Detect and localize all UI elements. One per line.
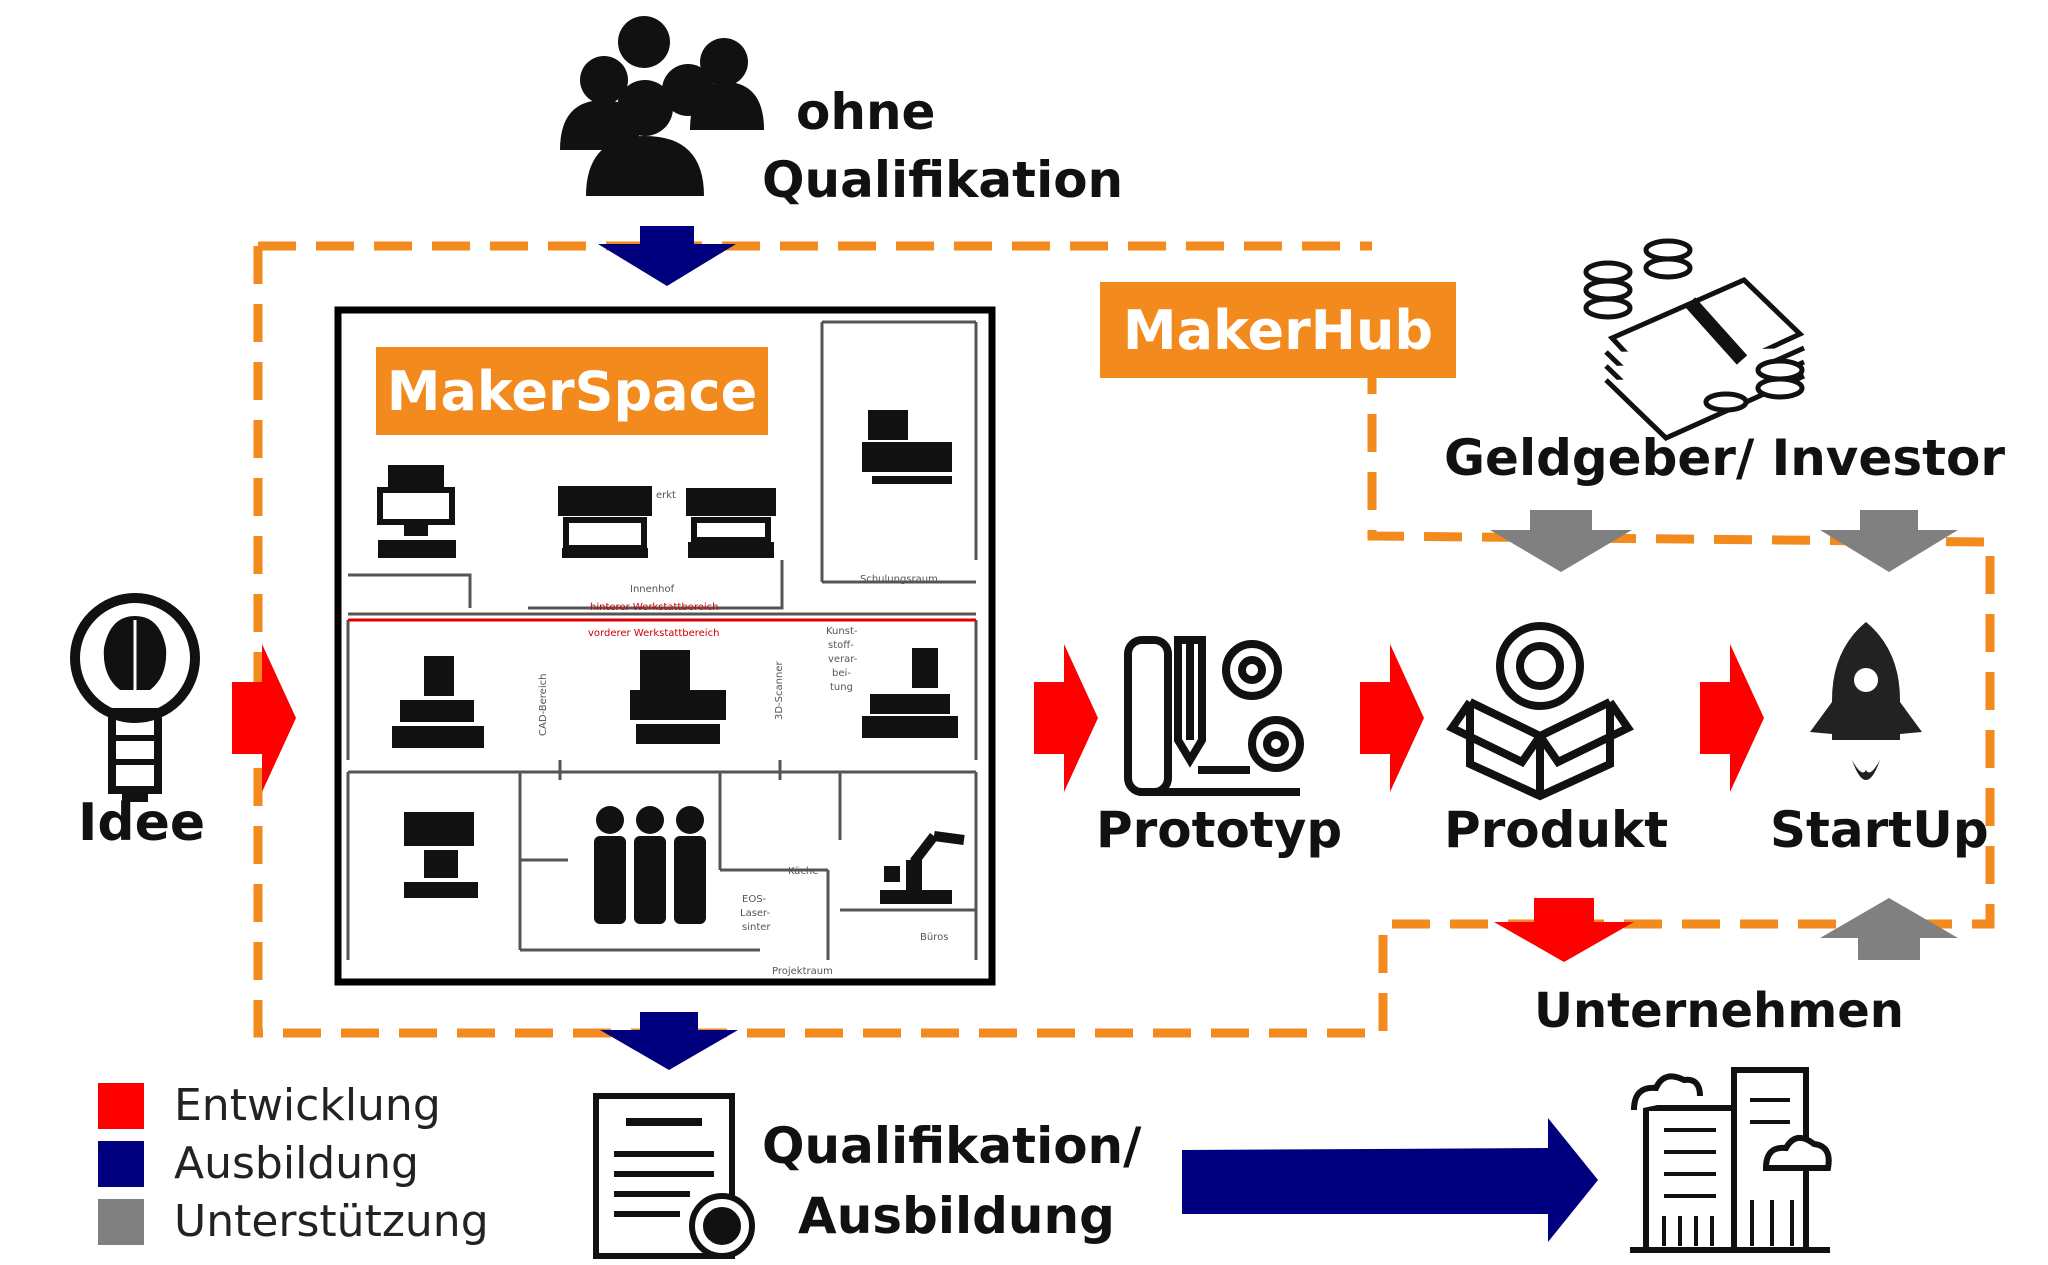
legend-swatch-grey: [98, 1198, 144, 1245]
office-building-icon: [1630, 1067, 1832, 1253]
plan-label-eos-2: sinter: [742, 922, 771, 933]
legend-item-ausbildung: Ausbildung: [98, 1138, 419, 1189]
arrow-people-to-makerspace: [598, 226, 736, 286]
laser-cutter-icon: [558, 486, 652, 558]
certificate-icon: [593, 1093, 755, 1259]
welding-machine-icon: [404, 812, 478, 898]
arrow-investor-to-produkt: [1490, 510, 1632, 572]
plan-label-kunststoff-0: Kunst-: [826, 626, 858, 637]
plan-label-erkt: erkt: [656, 490, 676, 501]
plan-label-bueros: Büros: [920, 932, 948, 943]
idee-label: Idee: [78, 793, 206, 853]
arrow-makerspace-to-qualifikation: [600, 1012, 738, 1070]
plan-label-hinterer: hinterer Werkstattbereich: [590, 602, 718, 613]
lathe-icon: [862, 410, 952, 484]
arrow-produkt-to-startup: [1700, 644, 1764, 792]
makerhub-boundary: [253, 241, 1995, 1038]
arrow-idee-to-makerspace: [232, 644, 296, 792]
unternehmen-label: Unternehmen: [1534, 983, 1904, 1039]
legend-item-entwicklung: Entwicklung: [98, 1080, 441, 1131]
plan-label-kunststoff-2: verar-: [828, 654, 858, 665]
cnc-machine-icon: [686, 488, 776, 558]
people-label-line2: Qualifikation: [762, 151, 1124, 209]
qualifikation-label-line1: Qualifikation/: [762, 1117, 1142, 1175]
plan-label-projektraum: Projektraum: [772, 966, 833, 977]
robot-arm-icon: [880, 831, 965, 904]
arrow-qualifikation-to-unternehmen: [1182, 1118, 1598, 1242]
plan-label-cad: CAD-Bereich: [538, 674, 549, 736]
arrow-startup-to-unternehmen: [1494, 898, 1634, 962]
cnc-router-icon: [630, 650, 726, 744]
makerspace-title: MakerSpace: [376, 347, 768, 435]
startup-label: StartUp: [1770, 801, 1989, 859]
plan-label-vorderer: vorderer Werkstattbereich: [588, 628, 719, 639]
workers-icon: [594, 806, 706, 924]
3d-printer-icon: [377, 465, 456, 558]
qualifikation-label-line2: Ausbildung: [798, 1187, 1115, 1245]
plan-label-kueche: Küche: [788, 866, 818, 877]
produkt-label: Produkt: [1444, 801, 1669, 859]
plan-label-kunststoff-1: stoff-: [828, 640, 854, 651]
legend-item-unterstuetzung: Unterstützung: [98, 1196, 489, 1247]
legend-label-unterstuetzung: Unterstützung: [174, 1196, 489, 1247]
money-stack-icon: [1583, 238, 1806, 441]
plan-label-innenhof: Innenhof: [630, 584, 675, 595]
blueprint-gears-icon: [1124, 636, 1304, 796]
support-arrows: [1490, 510, 1958, 960]
drill-press-icon: [862, 648, 958, 738]
development-arrows: [232, 644, 1764, 962]
prototyp-label: Prototyp: [1096, 801, 1343, 859]
investor-label: Geldgeber/ Investor: [1444, 429, 2005, 487]
plan-label-eos-1: Laser-: [740, 908, 771, 919]
makerhub-title: MakerHub: [1100, 282, 1456, 378]
machine-icons: [377, 410, 965, 924]
lightbulb-brain-icon: [70, 593, 200, 802]
plan-label-kunststoff-4: tung: [830, 682, 853, 693]
legend-swatch-red: [98, 1082, 144, 1129]
arrow-makerspace-to-prototyp: [1034, 644, 1098, 792]
legend-label-entwicklung: Entwicklung: [174, 1080, 441, 1131]
people-label-line1: ohne: [796, 83, 936, 141]
legend-label-ausbildung: Ausbildung: [174, 1138, 419, 1189]
plan-label-kunststoff-3: bei-: [832, 668, 851, 679]
plan-label-eos-0: EOS-: [742, 894, 767, 905]
plan-label-scanner: 3D-Scanner: [774, 661, 785, 720]
milling-machine-icon: [392, 656, 484, 748]
plan-label-schulungsraum: Schulungsraum: [860, 574, 938, 585]
education-arrows: [598, 226, 1598, 1242]
arrow-investor-to-startup: [1820, 510, 1958, 572]
rocket-icon: [1810, 622, 1922, 780]
product-box-gear-icon: [1446, 622, 1634, 801]
people-group-icon: [560, 16, 764, 196]
arrow-unternehmen-to-startup: [1820, 898, 1958, 960]
arrow-prototyp-to-produkt: [1360, 644, 1424, 792]
legend-swatch-blue: [98, 1140, 144, 1187]
